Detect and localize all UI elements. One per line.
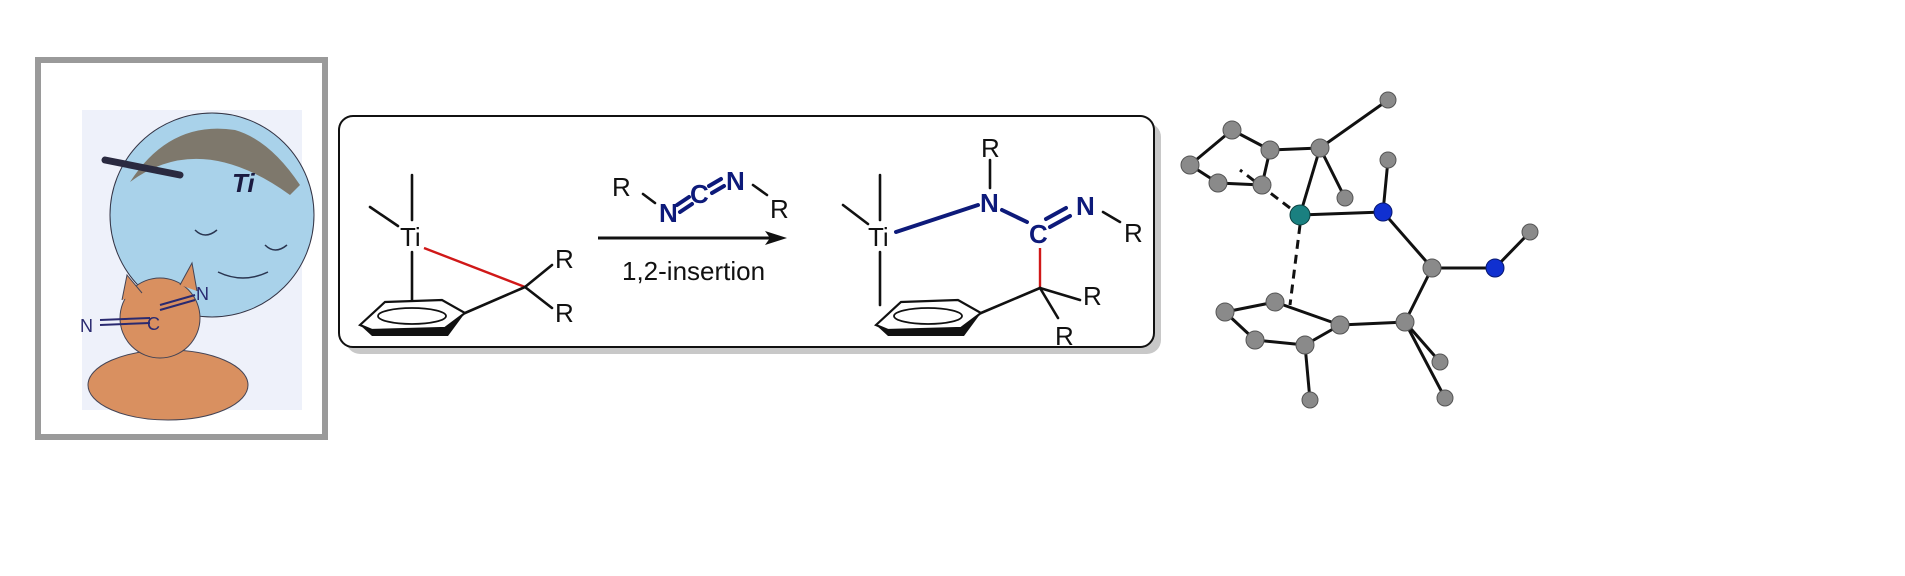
arrow-label: 1,2-insertion [622,256,765,286]
product-c: C [1029,219,1048,249]
reactant-r2: R [555,298,574,328]
reagent-n1: N [659,198,678,228]
nitrogen-atom [1373,202,1393,222]
cap-icon [130,128,300,195]
titanium-atom [1289,204,1311,226]
cap-brim [101,156,184,179]
reagent-r1: R [612,172,631,202]
cap-label: Ti [232,168,255,198]
product-r2: R [1055,321,1074,351]
reactant: Ti R R [357,173,574,336]
reactant-r1: R [555,244,574,274]
scheme-box [338,115,1155,348]
reaction-arrow: 1,2-insertion [598,231,787,286]
cartoon-panel: Ti N C N [35,57,328,440]
nitrogen-atom [1485,258,1505,278]
cat-head [119,277,201,359]
product: Ti N R C N R R R [841,133,1143,351]
cat-n-left: N [80,316,93,336]
product-n2-r: R [1124,218,1143,248]
cat-whisker-bonds [99,294,196,326]
carbodiimide-reagent: R N C N R [612,166,789,228]
product-n1: N [980,188,999,218]
cat-body [87,349,249,421]
cat-n-right: N [196,284,209,304]
dashed-bond [1288,224,1302,306]
reaction-scheme: Ti R R R N C N R 1,2-inserti [338,115,1161,354]
sleeping-face [194,229,288,279]
cat-ears [121,261,198,301]
cat-c: C [147,314,160,334]
reagent-n2: N [726,166,745,196]
reagent-r2: R [770,194,789,224]
reactant-ti: Ti [400,222,421,252]
ti-c-bond-highlight [423,246,526,289]
product-n1-r: R [981,133,1000,163]
product-r1: R [1083,281,1102,311]
crystal-structure-model [1180,91,1539,409]
reagent-c: C [690,179,709,209]
product-n2: N [1076,191,1095,221]
product-ti: Ti [868,222,889,252]
